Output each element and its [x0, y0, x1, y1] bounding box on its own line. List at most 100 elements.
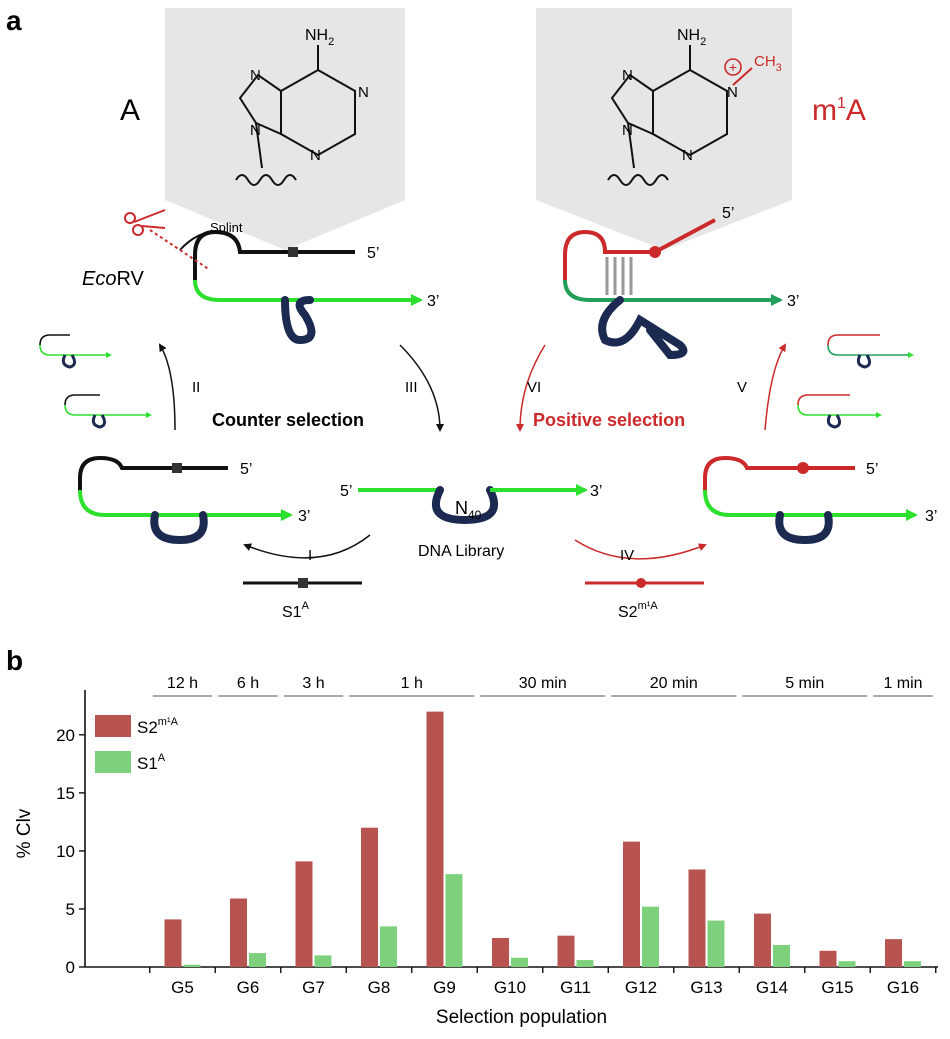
ligated-m1a-five-prime: 5’ [866, 461, 878, 478]
m1a-structure: + CH3 NH2 N N N N [536, 8, 792, 250]
bar-s1-g5 [183, 964, 201, 967]
ligated-a-construct [78, 455, 293, 545]
bar-s1-g9 [445, 874, 463, 967]
time-group-label: 5 min [785, 675, 824, 692]
bar-s2-g13 [688, 869, 706, 967]
bar-s1-g8 [380, 926, 397, 967]
s1a-label: S1A [282, 600, 310, 621]
nh2-label: NH2 [305, 27, 334, 48]
time-group-label: 30 min [519, 675, 567, 692]
positive-three-prime-label: 3’ [787, 293, 799, 310]
x-tick-label: G8 [368, 978, 391, 997]
bar-s1-g15 [838, 961, 856, 967]
time-group-label: 1 h [401, 675, 423, 692]
positive-five-prime-label: 5’ [722, 205, 734, 222]
time-group-label: 3 h [302, 675, 324, 692]
x-tick-label: G5 [171, 978, 194, 997]
time-group-label: 20 min [650, 675, 698, 692]
three-prime-label: 3’ [427, 293, 439, 310]
x-tick-label: G14 [756, 978, 788, 997]
step-iii-label: III [405, 379, 418, 396]
ligated-a-five-prime: 5’ [240, 461, 252, 478]
bar-s2-g10 [492, 937, 509, 967]
n3-label: N [310, 147, 321, 164]
step-v-label: V [737, 379, 747, 396]
y-tick-label: 15 [56, 784, 75, 803]
m1a-nh2-label: NH2 [677, 27, 706, 48]
splint-label: Splint [210, 220, 243, 235]
arrow-step-vi [516, 344, 546, 432]
m1a-n7-label: N [622, 67, 633, 84]
bar-s2-g16 [885, 939, 902, 967]
y-tick-label: 5 [66, 900, 75, 919]
bar-s2-g8 [361, 827, 378, 967]
m1a-n3-label: N [682, 147, 693, 164]
five-prime-label: 5’ [367, 245, 379, 262]
bar-s2-g11 [557, 935, 575, 967]
adenine-structure: NH2 N N N N [165, 8, 405, 250]
x-tick-label: G10 [494, 978, 526, 997]
bar-s2-g5 [164, 919, 182, 967]
counter-thumbnails [39, 334, 152, 429]
bar-s1-g7 [314, 955, 332, 967]
m1a-n9-label: N [622, 122, 633, 139]
legend-swatch-s1 [95, 751, 131, 773]
ligated-m1a-three-prime: 3’ [925, 508, 937, 525]
bar-s1-g16 [904, 961, 921, 967]
bar-s1-g14 [773, 944, 790, 967]
y-axis-label: % Clv [14, 808, 35, 858]
substrate-s2m1a [585, 578, 704, 588]
arrow-step-iv [574, 539, 707, 560]
time-group-label: 1 min [883, 675, 922, 692]
base-a-label: A [120, 94, 140, 127]
step-ii-label: II [192, 379, 200, 396]
library-three-prime: 3’ [590, 483, 602, 500]
n40-label: N40 [455, 498, 482, 522]
y-tick-label: 20 [56, 726, 75, 745]
x-tick-label: G15 [821, 978, 853, 997]
n9-label: N [250, 122, 261, 139]
y-tick-label: 0 [66, 958, 75, 977]
arrow-step-i [243, 534, 371, 559]
bar-s1-g10 [511, 957, 528, 967]
ecorv-label: EcoRV [82, 268, 145, 290]
legend-swatch-s2 [95, 715, 131, 737]
dna-library-label: DNA Library [418, 543, 504, 560]
base-m1a-label: m1A [812, 94, 866, 127]
step-iv-label: IV [620, 547, 634, 564]
step-vi-label: VI [527, 379, 541, 396]
positive-charge-icon: + [729, 59, 737, 75]
positive-construct [563, 218, 783, 360]
x-tick-label: G9 [433, 978, 456, 997]
library-five-prime: 5’ [340, 483, 352, 500]
positive-selection-label: Positive selection [533, 410, 685, 430]
x-axis-label: Selection population [436, 1007, 607, 1028]
bar-s2-g12 [623, 841, 640, 967]
n1-label: N [358, 84, 369, 101]
ligated-a-three-prime: 3’ [298, 508, 310, 525]
legend-label-s2: S2m¹A [137, 716, 179, 737]
positive-thumbnails [797, 334, 914, 429]
bar-s2-g14 [754, 913, 771, 967]
x-tick-label: G12 [625, 978, 657, 997]
n7-label: N [250, 67, 261, 84]
arrow-step-ii [158, 343, 176, 431]
ch3-label: CH3 [754, 53, 782, 74]
legend-label-s1: S1A [137, 752, 166, 773]
time-group-label: 6 h [237, 675, 259, 692]
ligated-m1a-construct [703, 455, 918, 545]
x-tick-label: G7 [302, 978, 325, 997]
dna-library [358, 484, 588, 525]
scissors-icon [124, 209, 166, 236]
arrow-step-iii [399, 344, 444, 432]
x-tick-label: G6 [237, 978, 260, 997]
arrow-step-v [764, 343, 787, 431]
substrate-s1a [243, 578, 362, 588]
bar-s1-g11 [576, 960, 594, 967]
time-group-label: 12 h [167, 675, 198, 692]
s2m1a-label: S2m¹A [618, 600, 658, 621]
x-tick-label: G16 [887, 978, 919, 997]
panel-a-label: a [6, 5, 22, 36]
